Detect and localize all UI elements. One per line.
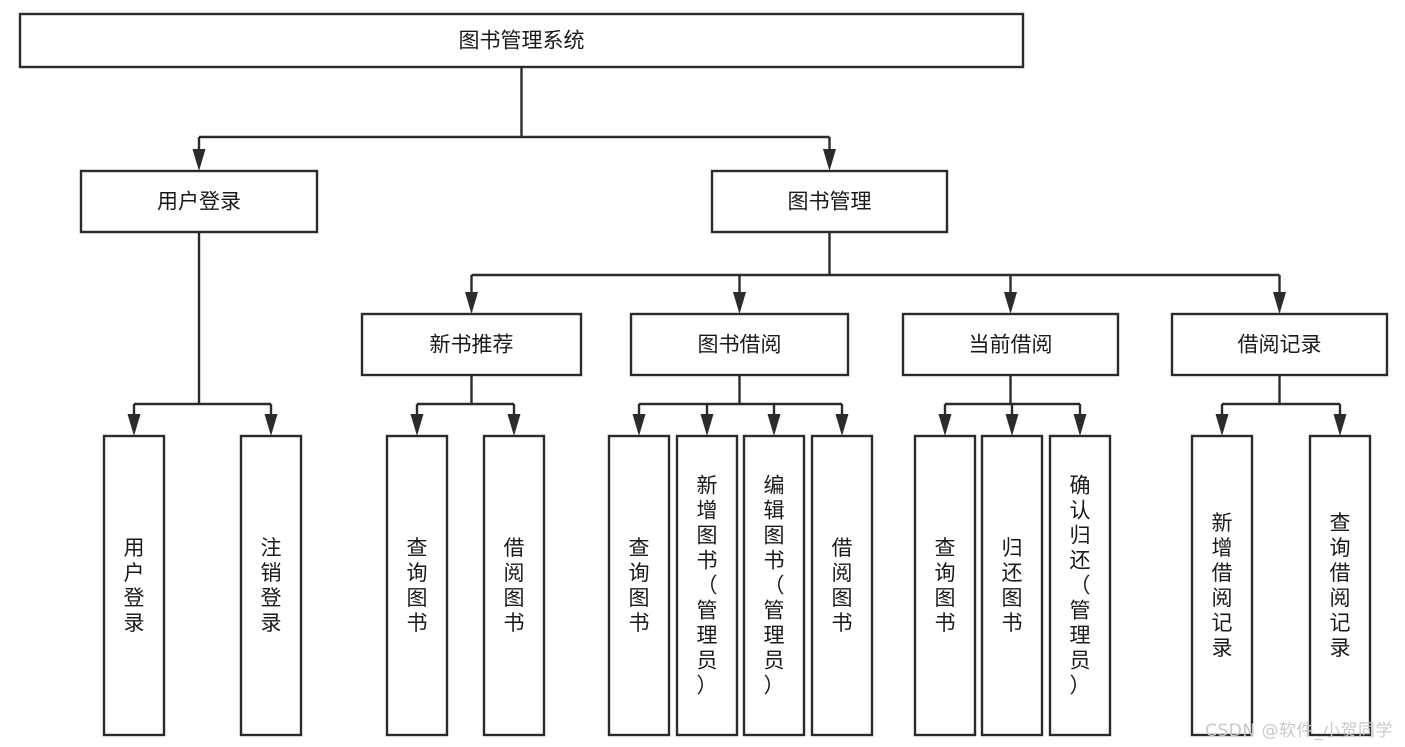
arrowhead-icon	[700, 414, 714, 436]
node-label: 图书管理系统	[459, 29, 585, 53]
node-box[interactable]	[239, 434, 303, 737]
connector-layer	[127, 67, 1347, 436]
arrowhead-icon	[938, 414, 952, 436]
node-box[interactable]	[79, 169, 319, 234]
node-label: 归还图书	[1002, 536, 1023, 635]
node-label: 用户登录	[157, 190, 241, 214]
arrowhead-icon	[410, 414, 424, 436]
connector-group	[632, 375, 849, 436]
node-box[interactable]	[901, 312, 1120, 377]
arrowhead-icon	[264, 414, 278, 436]
node-label: 借阅图书	[832, 536, 853, 635]
node-label: 用户登录	[124, 536, 145, 635]
node-box[interactable]	[629, 312, 850, 377]
node-leaf-records-query[interactable]: 查询借阅记录	[1308, 434, 1372, 737]
node-box[interactable]	[102, 434, 166, 737]
arrowhead-icon	[1073, 414, 1087, 436]
node-label: 确认归还（管理员）	[1070, 474, 1091, 698]
node-box[interactable]	[18, 12, 1025, 69]
node-borrow[interactable]: 图书借阅	[629, 312, 850, 377]
node-leaf-current-confirm[interactable]: 确认归还（管理员）	[1048, 434, 1112, 737]
node-label: 查询图书	[407, 536, 428, 635]
node-leaf-borrow-add[interactable]: 新增图书（管理员）	[675, 434, 739, 737]
node-box[interactable]	[360, 312, 583, 377]
connector-group	[192, 67, 836, 171]
node-label: 图书借阅	[698, 333, 782, 357]
connector-group	[938, 375, 1087, 436]
arrowhead-icon	[1215, 414, 1229, 436]
node-leaf-newbook-borrow[interactable]: 借阅图书	[482, 434, 546, 737]
node-label: 查询图书	[629, 536, 650, 635]
node-label: 查询借阅记录	[1330, 511, 1351, 660]
arrowhead-icon	[1333, 414, 1347, 436]
node-layer: 图书管理系统用户登录图书管理新书推荐图书借阅当前借阅借阅记录用户登录注销登录查询…	[18, 12, 1389, 737]
connector-group	[410, 375, 521, 436]
node-label: 新增图书（管理员）	[697, 474, 718, 698]
node-box[interactable]	[913, 434, 977, 737]
node-label: 查询图书	[935, 536, 956, 635]
node-box[interactable]	[1190, 434, 1254, 737]
arrowhead-icon	[1005, 414, 1019, 436]
node-box[interactable]	[1048, 434, 1112, 737]
arrowhead-icon	[823, 149, 836, 171]
arrowhead-icon	[127, 414, 141, 436]
node-label: 编辑图书（管理员）	[764, 474, 785, 698]
node-login[interactable]: 用户登录	[79, 169, 319, 234]
node-leaf-borrow-query[interactable]: 查询图书	[607, 434, 671, 737]
node-bookmgmt[interactable]: 图书管理	[710, 169, 949, 234]
node-box[interactable]	[810, 434, 874, 737]
node-box[interactable]	[710, 169, 949, 234]
node-leaf-newbook-query[interactable]: 查询图书	[385, 434, 449, 737]
connector-group	[127, 232, 278, 436]
node-leaf-borrow-lend[interactable]: 借阅图书	[810, 434, 874, 737]
node-current[interactable]: 当前借阅	[901, 312, 1120, 377]
node-records[interactable]: 借阅记录	[1170, 312, 1389, 377]
node-leaf-borrow-edit[interactable]: 编辑图书（管理员）	[742, 434, 806, 737]
arrowhead-icon	[733, 292, 746, 314]
node-leaf-current-return[interactable]: 归还图书	[980, 434, 1044, 737]
node-box[interactable]	[1308, 434, 1372, 737]
node-leaf-records-add[interactable]: 新增借阅记录	[1190, 434, 1254, 737]
node-label: 图书管理	[788, 190, 872, 214]
node-label: 借阅图书	[504, 536, 525, 635]
node-label: 当前借阅	[969, 333, 1053, 357]
node-label: 注销登录	[261, 536, 282, 635]
node-label: 借阅记录	[1238, 333, 1322, 357]
csdn-watermark: CSDN @软件_小贺同学	[1205, 721, 1393, 741]
arrowhead-icon	[1004, 292, 1017, 314]
node-box[interactable]	[385, 434, 449, 737]
arrowhead-icon	[1273, 292, 1286, 314]
node-root[interactable]: 图书管理系统	[18, 12, 1025, 69]
node-leaf-current-query[interactable]: 查询图书	[913, 434, 977, 737]
arrowhead-icon	[507, 414, 521, 436]
node-label: 新增借阅记录	[1212, 511, 1233, 660]
node-label: 新书推荐	[430, 333, 514, 357]
node-box[interactable]	[980, 434, 1044, 737]
arrowhead-icon	[767, 414, 781, 436]
node-box[interactable]	[675, 434, 739, 737]
node-newbook[interactable]: 新书推荐	[360, 312, 583, 377]
connector-group	[465, 232, 1286, 314]
arrowhead-icon	[465, 292, 478, 314]
node-leaf-user-login[interactable]: 用户登录	[102, 434, 166, 737]
arrowhead-icon	[835, 414, 849, 436]
node-box[interactable]	[1170, 312, 1389, 377]
arrowhead-icon	[632, 414, 646, 436]
arrowhead-icon	[192, 149, 206, 171]
node-leaf-user-logout[interactable]: 注销登录	[239, 434, 303, 737]
connector-group	[1215, 375, 1347, 436]
node-box[interactable]	[742, 434, 806, 737]
node-box[interactable]	[482, 434, 546, 737]
node-box[interactable]	[607, 434, 671, 737]
